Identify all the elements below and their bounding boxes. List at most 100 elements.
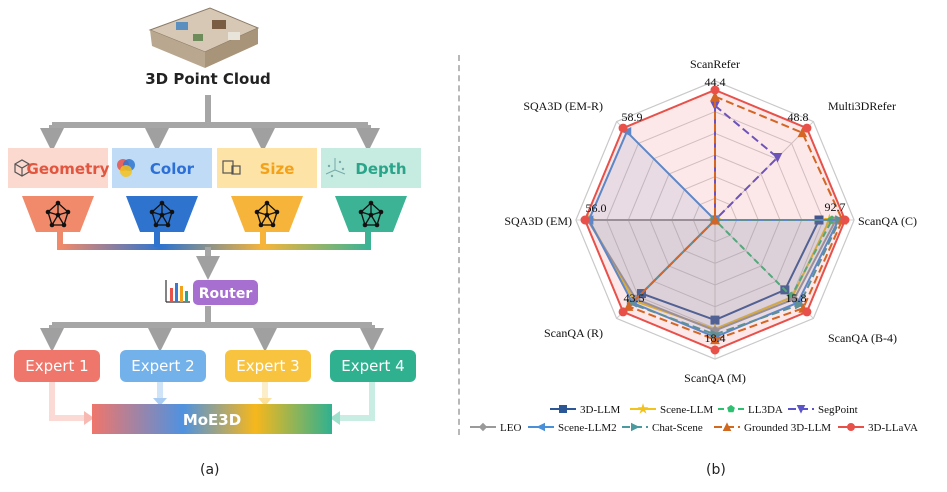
encoder-depth	[335, 196, 407, 232]
axis-label: ScanRefer	[690, 57, 740, 71]
legend-label: Grounded 3D-LLM	[744, 422, 831, 434]
legend-marker	[631, 422, 640, 432]
expert-box	[225, 350, 311, 382]
legend-marker	[722, 422, 732, 431]
network-icon	[149, 200, 175, 228]
series-point	[618, 123, 628, 133]
expert-3: Expert 3	[225, 350, 311, 382]
legend-item: Chat-Scene	[622, 422, 703, 434]
series-point	[710, 91, 720, 101]
legend-marker	[536, 422, 545, 432]
axis-label: SQA3D (EM-R)	[523, 99, 603, 113]
axis-label: ScanQA (R)	[544, 326, 603, 340]
axis-label: ScanQA (B-4)	[828, 331, 897, 345]
legend-marker	[796, 405, 806, 414]
router-label: Router	[199, 286, 253, 302]
network-icon	[45, 200, 71, 228]
panel-b-label: (b)	[706, 462, 726, 478]
series-line	[629, 219, 842, 336]
legend-label: Chat-Scene	[652, 422, 703, 434]
series-point	[802, 123, 812, 133]
legend-marker	[559, 405, 567, 413]
expert-label: Expert 3	[236, 357, 299, 375]
legend-item: Scene-LLM	[630, 403, 713, 416]
axis-label: Multi3DRefer	[828, 99, 896, 113]
legend-marker	[478, 422, 488, 432]
legend-label: 3D-LLM	[580, 404, 621, 416]
legend-item: Scene-LLM2	[528, 422, 617, 434]
axis-label: SQA3D (EM)	[504, 214, 572, 228]
expert-1: Expert 1	[14, 350, 100, 382]
feature-label: Geometry	[27, 160, 110, 178]
legend-item: Grounded 3D-LLM	[714, 422, 831, 434]
legend-item: SegPoint	[788, 404, 858, 416]
axis-max-value: 44.4	[705, 75, 726, 89]
expert-label: Expert 2	[131, 357, 194, 375]
series-point	[618, 307, 628, 317]
series-point	[710, 334, 720, 345]
series-line	[714, 103, 779, 223]
axis-label: ScanQA (C)	[858, 214, 917, 228]
expert-box	[330, 350, 416, 382]
legend-marker	[727, 404, 735, 413]
feature-box	[217, 148, 317, 188]
series-line	[712, 219, 834, 298]
legend-label: 3D-LLaVA	[868, 422, 918, 434]
expert-label: Expert 4	[341, 357, 404, 375]
axis-max-value: 43.5	[624, 291, 645, 305]
feature-connectors	[40, 95, 380, 152]
feature-geometry: Geometry	[8, 148, 110, 188]
axis-label: ScanQA (M)	[684, 371, 746, 385]
moe3d-box	[92, 404, 332, 434]
series-point	[802, 307, 812, 317]
encoder-geometry	[22, 196, 94, 232]
legend-marker	[637, 403, 649, 414]
axis-max-value: 58.9	[622, 110, 643, 124]
legend-item: LEO	[470, 422, 521, 434]
encoder-size	[231, 196, 303, 232]
expert-label: Expert 1	[25, 357, 88, 375]
feature-depth: Depth	[321, 148, 421, 188]
series-point	[623, 301, 634, 311]
feature-color: Color	[112, 148, 212, 188]
series-point	[710, 345, 720, 355]
encoder-color	[126, 196, 198, 232]
color-wheel-icon	[117, 159, 135, 177]
series-point	[710, 85, 720, 95]
series-line	[626, 95, 844, 341]
expert-box	[14, 350, 100, 382]
cube-icon	[14, 159, 30, 177]
series-3d-llava	[580, 85, 850, 355]
series-point	[580, 215, 590, 225]
feature-label: Depth	[355, 160, 406, 178]
series-leo	[582, 215, 841, 336]
moe3d-label: MoE3D	[183, 411, 241, 429]
expert-connectors	[40, 306, 384, 352]
network-icon	[358, 200, 384, 228]
series-point	[840, 215, 850, 225]
series-point	[710, 214, 720, 225]
series-point	[772, 152, 783, 163]
expert-row: Expert 1 Expert 2 Expert 3 Expert 4	[14, 350, 416, 382]
network-icon	[254, 200, 280, 228]
expert-box	[120, 350, 206, 382]
legend-item: 3D-LLM	[550, 404, 621, 416]
axis-max-value: 56.0	[586, 201, 607, 215]
panel-a-label: (a)	[200, 462, 220, 478]
encoder-row	[22, 196, 407, 232]
expert-4: Expert 4	[330, 350, 416, 382]
legend-marker	[847, 423, 855, 431]
legend-label: LL3DA	[748, 404, 783, 416]
feature-box	[321, 148, 421, 188]
output-connectors	[49, 382, 375, 421]
point-cloud-image	[148, 7, 260, 68]
legend-label: SegPoint	[818, 404, 858, 416]
axis-max-value: 48.8	[788, 110, 809, 124]
axis-max-value: 18.4	[705, 331, 726, 345]
